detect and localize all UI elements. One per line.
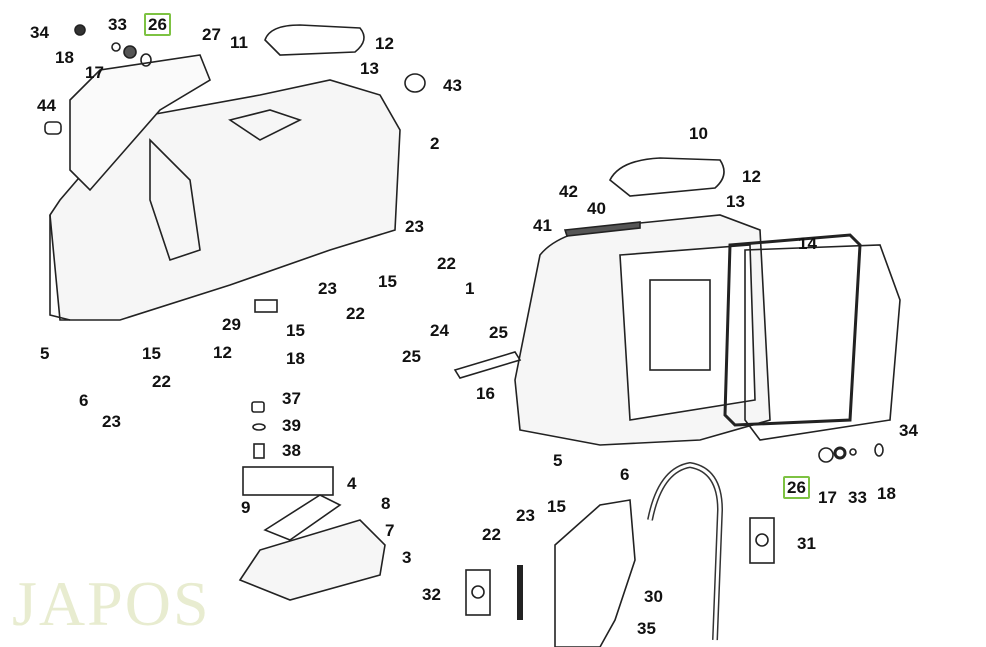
callout-34: 34 [30,23,49,42]
callout-6: 6 [79,391,89,410]
callout-15: 15 [547,497,566,516]
callout-26-highlighted: 26 [144,13,171,36]
callout-10: 10 [689,124,708,143]
callout-23: 23 [405,217,424,236]
cap-44 [44,121,62,135]
callout-41: 41 [533,216,552,235]
gasket-40 [563,221,641,237]
callout-27: 27 [202,25,221,44]
callout-34: 34 [899,421,918,440]
callout-1: 1 [465,279,475,298]
callout-30: 30 [644,587,663,606]
callout-9: 9 [241,498,251,517]
callout-15: 15 [286,321,305,340]
callout-15: 15 [142,344,161,363]
bracket-29 [254,299,278,313]
bracket-16 [453,351,522,379]
callout-26-highlighted: 26 [783,476,810,499]
callout-43: 43 [443,76,462,95]
callout-44: 44 [37,96,56,115]
callout-12: 12 [375,34,394,53]
callout-25: 25 [402,347,421,366]
grommet-43 [404,73,426,93]
washers-right [818,443,884,463]
callout-23: 23 [318,279,337,298]
callout-4: 4 [347,474,357,493]
callout-18: 18 [55,48,74,67]
callout-42: 42 [559,182,578,201]
callout-35: 35 [637,619,656,638]
callout-22: 22 [437,254,456,273]
callout-13: 13 [360,59,379,78]
washers-left [74,24,152,67]
seat-pad-10 [608,157,725,197]
callout-12: 12 [742,167,761,186]
callout-12: 12 [213,343,232,362]
callout-23: 23 [516,506,535,525]
callout-24: 24 [430,321,449,340]
callout-13: 13 [726,192,745,211]
callout-39: 39 [282,416,301,435]
watermark: JAPOS [12,568,211,639]
callout-22: 22 [482,525,501,544]
callout-18: 18 [877,484,896,503]
fuel-tank-cover-1 [514,214,771,446]
clip-callout-31 [749,517,775,564]
window-gasket-14 [723,233,901,441]
callout-15: 15 [378,272,397,291]
callout-11: 11 [230,33,248,52]
callout-25: 25 [489,323,508,342]
callout-29: 29 [222,315,241,334]
callout-16: 16 [476,384,495,403]
callout-6: 6 [620,465,630,484]
callout-2: 2 [430,134,440,153]
rear-fender-panel [49,79,401,321]
callout-18: 18 [286,349,305,368]
small-fasteners [251,401,266,459]
callout-5: 5 [40,344,50,363]
callout-17: 17 [818,488,837,507]
callout-33: 33 [108,15,127,34]
callout-38: 38 [282,441,301,460]
left-gasket-plate [69,54,211,192]
callout-8: 8 [381,494,391,513]
callout-17: 17 [85,63,104,82]
callout-23: 23 [102,412,121,431]
callout-14: 14 [798,234,817,253]
callout-22: 22 [152,372,171,391]
callout-5: 5 [553,451,563,470]
callout-37: 37 [282,389,301,408]
callout-40: 40 [587,199,606,218]
callout-32: 32 [422,585,441,604]
callout-22: 22 [346,304,365,323]
cover-30 [554,499,636,647]
callout-31: 31 [797,534,816,553]
callout-33: 33 [848,488,867,507]
callout-7: 7 [385,521,395,540]
seat-pad-11 [264,24,365,56]
clip-callout-32 [465,569,491,616]
callout-3: 3 [402,548,412,567]
console-3-4 [238,466,386,601]
